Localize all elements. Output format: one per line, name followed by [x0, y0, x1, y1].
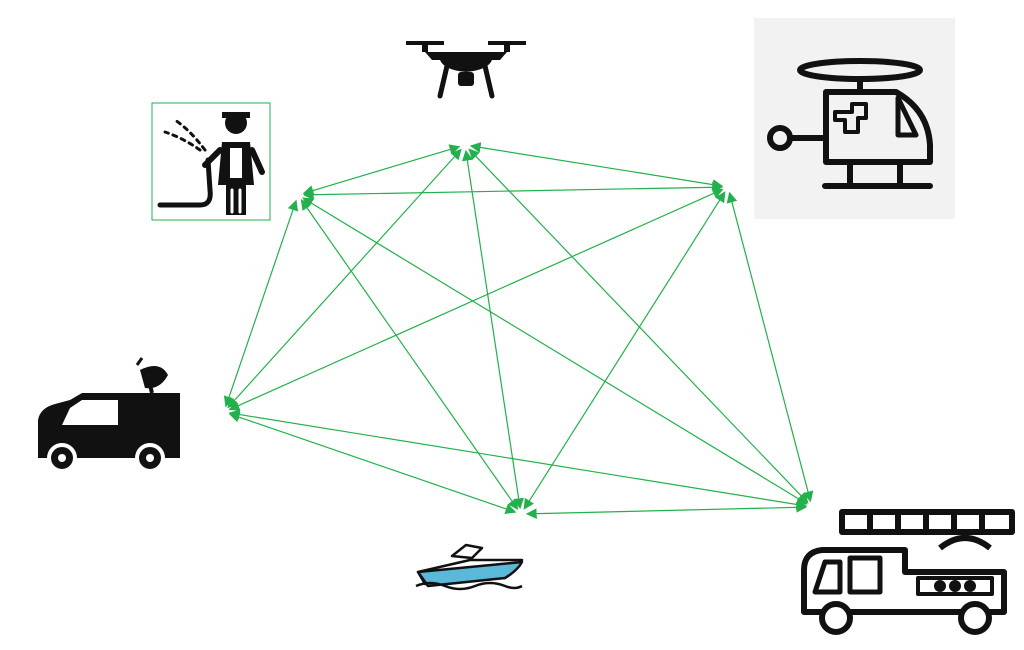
edge-helicopter-broadcast-van	[228, 188, 724, 411]
edge-drone-helicopter	[469, 142, 724, 190]
edge-broadcast-van-boat	[228, 411, 517, 515]
fire-truck-icon	[801, 509, 1015, 635]
edge-group	[223, 142, 814, 520]
satellite-van-icon	[38, 357, 180, 473]
node-boat	[415, 543, 524, 591]
edge-firefighter-boat	[300, 199, 519, 510]
edge-drone-boat	[462, 149, 524, 510]
edge-firefighter-drone	[302, 144, 461, 196]
edge-broadcast-van-fire-truck	[228, 409, 808, 510]
node-drone	[406, 41, 526, 99]
edge-firefighter-fire-truck	[302, 197, 808, 505]
medical-helicopter-icon	[767, 58, 933, 189]
node-helicopter	[754, 18, 955, 219]
node-firefighter	[151, 102, 271, 221]
node-fire-truck	[801, 509, 1015, 635]
edge-boat-fire-truck	[525, 501, 808, 520]
node-broadcast-van	[38, 357, 180, 473]
edge-firefighter-broadcast-van	[223, 199, 299, 408]
speedboat-icon	[415, 543, 524, 591]
edge-helicopter-fire-truck	[726, 191, 814, 503]
firefighter-icon	[157, 112, 265, 215]
drone-icon	[406, 41, 526, 99]
edge-firefighter-helicopter	[302, 181, 724, 201]
